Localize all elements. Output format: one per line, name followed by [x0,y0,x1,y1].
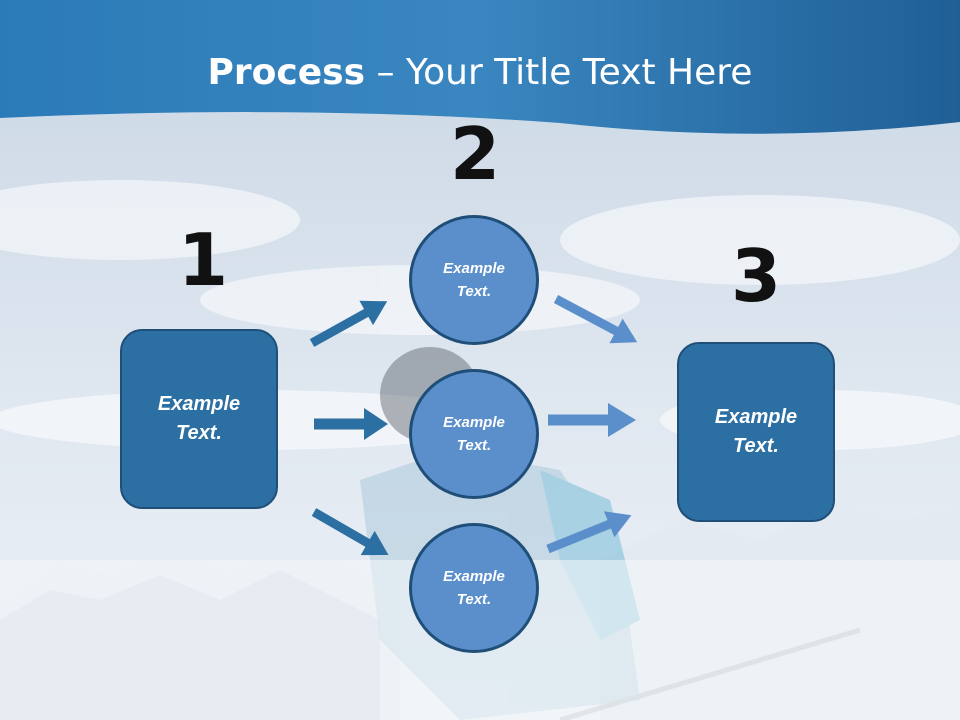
arrow-box1-to-bottom [311,508,389,556]
arrow-box1-to-top [309,300,388,347]
step-number-3: 3 [731,234,782,318]
step-number-2: 2 [450,112,501,196]
circle-bottom-line2: Text. [456,591,492,608]
arrow-bottom-to-box3 [546,511,632,554]
step-3-line2: Text. [733,435,779,457]
slide-title: Process – Your Title Text Here [0,52,960,93]
title-rest: – Your Title Text Here [365,52,753,93]
circle-bottom-line1: Example [443,568,505,585]
header-band [0,0,960,134]
arrow-top-to-box3 [553,295,638,344]
circle-middle-line1: Example [443,414,505,431]
circle-middle-line2: Text. [456,437,492,454]
arrow-box1-to-middle [314,408,388,440]
step-1-line2: Text. [176,422,222,444]
arrow-middle-to-box3 [548,403,636,437]
step-number-1: 1 [178,218,229,302]
step-1-line1: Example [157,393,241,415]
title-bold: Process [207,52,366,93]
circle-top-line2: Text. [456,283,492,300]
step-3-line1: Example [714,406,798,428]
circle-top-line1: Example [443,260,505,277]
